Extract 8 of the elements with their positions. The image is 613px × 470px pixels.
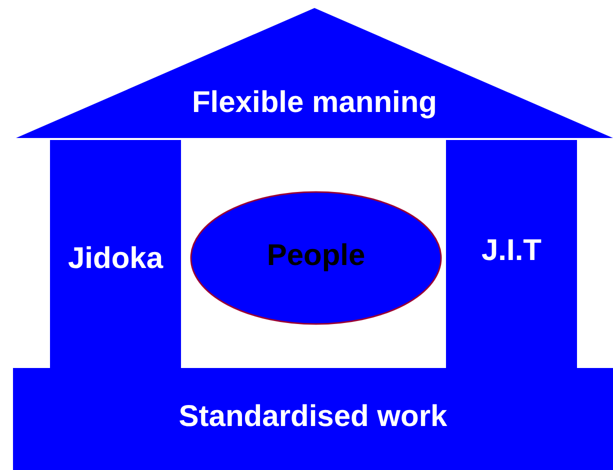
pillar-label: Jidoka [66, 244, 164, 274]
foundation-label: Standardised work [178, 402, 448, 432]
roof-label: Flexible manning [190, 88, 438, 118]
foundation-block [13, 368, 613, 470]
pillar-block [50, 140, 181, 368]
center-label: People [266, 241, 366, 271]
pillar-block [446, 140, 577, 368]
pillar-label: J.I.T [480, 236, 542, 266]
